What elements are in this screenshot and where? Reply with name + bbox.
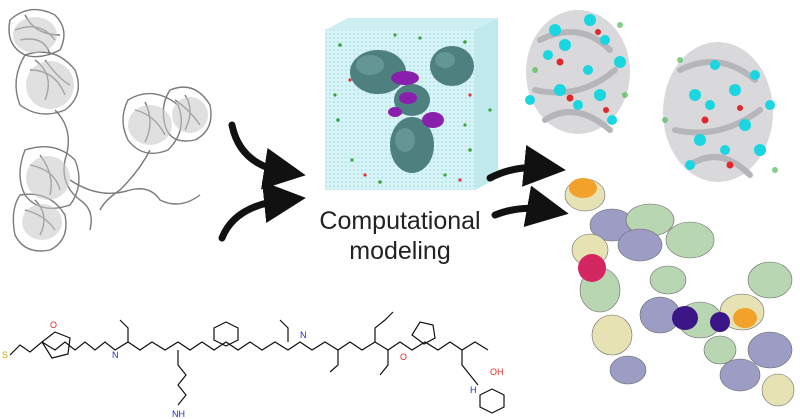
atom-o-label: O bbox=[50, 320, 57, 330]
atom-o-label-2: O bbox=[400, 352, 407, 362]
atom-oh-label: OH bbox=[490, 367, 504, 377]
atom-nh-label: NH bbox=[172, 409, 185, 419]
atom-s-label: S bbox=[2, 350, 8, 360]
atom-n-label: N bbox=[112, 350, 119, 360]
arrow-icon bbox=[491, 185, 569, 227]
caption-line-1: Computational bbox=[319, 207, 481, 235]
caption-line-2: modeling bbox=[349, 237, 451, 265]
atom-h-label: H bbox=[470, 385, 477, 395]
arrow-icon bbox=[218, 181, 306, 242]
atom-n-label-2: N bbox=[300, 330, 307, 340]
arrow-icon bbox=[486, 145, 566, 187]
arrow-icon bbox=[228, 121, 306, 190]
